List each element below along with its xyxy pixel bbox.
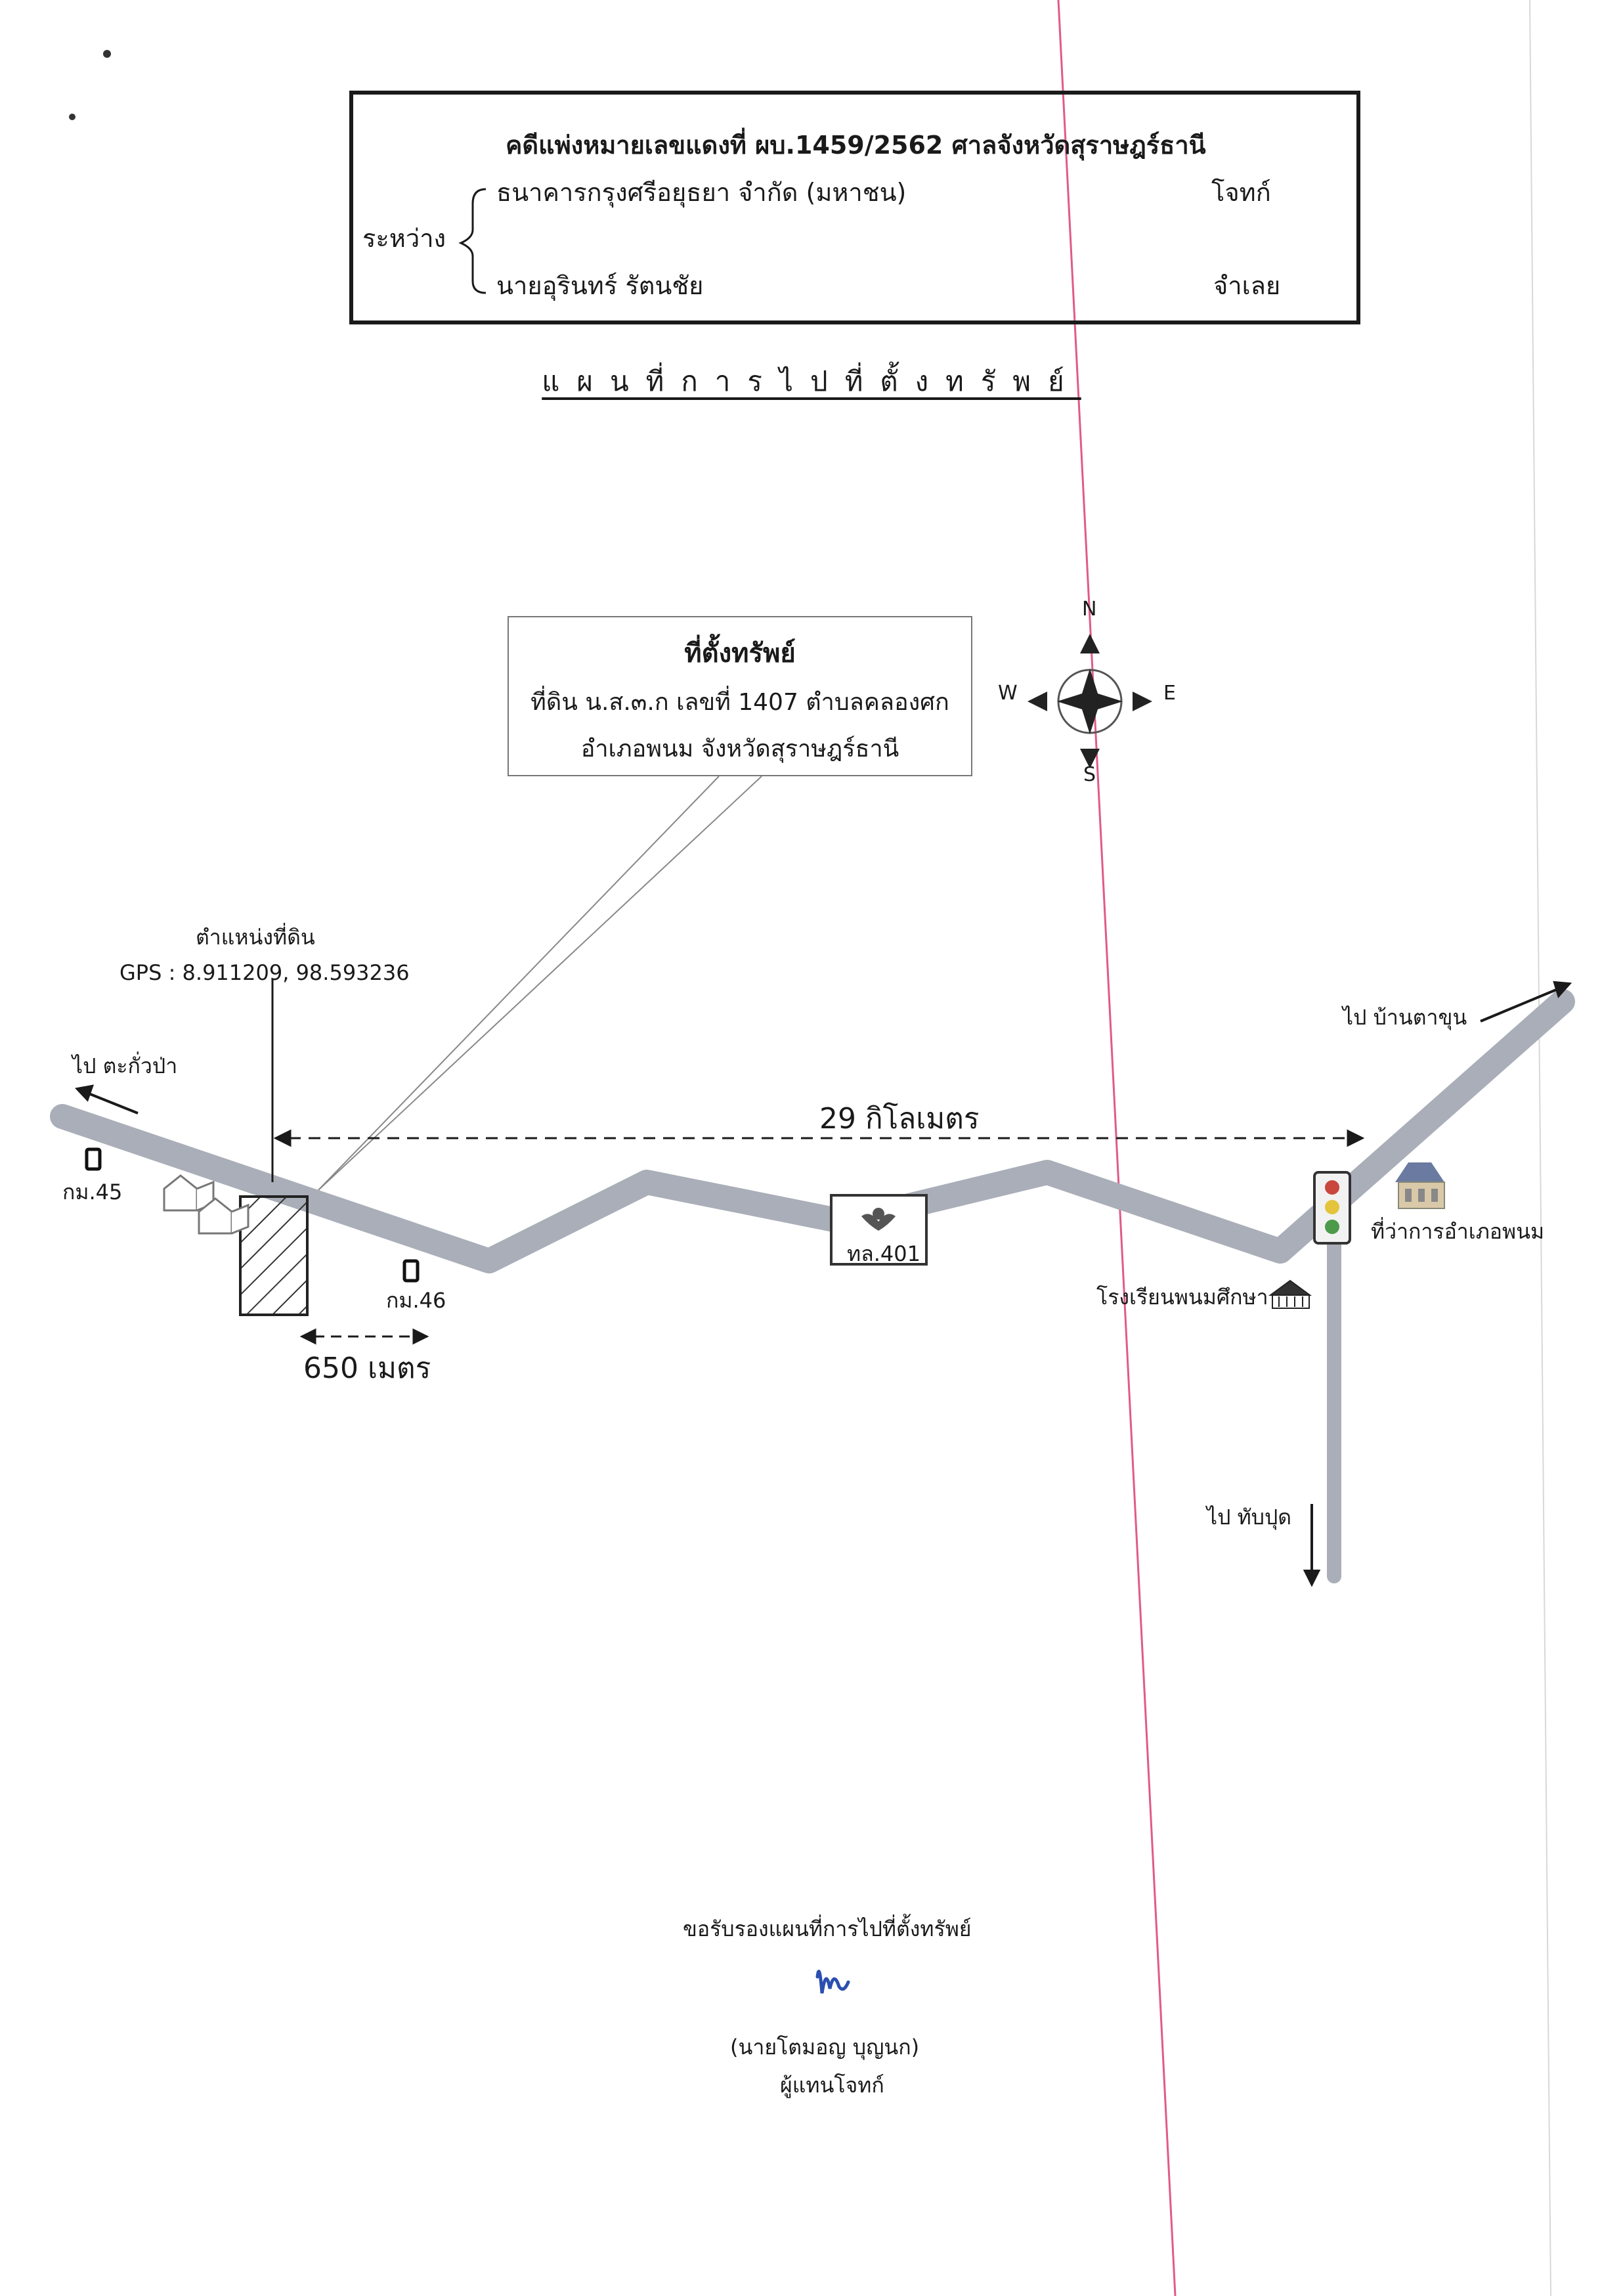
school-label: โรงเรียนพนมศึกษา (1096, 1285, 1268, 1310)
property-line-2: อำเภอพนม จังหวัดสุราษฎร์ธานี (580, 736, 899, 762)
highway-label: ทล.401 (847, 1241, 920, 1266)
callout-line (318, 776, 762, 1191)
traffic-light-red (1325, 1180, 1339, 1195)
callout-line (318, 776, 720, 1191)
to-ban-ta-khun-label: ไป บ้านตาขุน (1343, 1005, 1467, 1030)
case-line: คดีแพ่งหมายเลขแดงที่ ผบ.1459/2562 ศาลจัง… (506, 131, 1206, 160)
arrow-to-ban-ta-khun-icon (1480, 981, 1572, 1023)
property-heading: ที่ตั้งทรัพย์ (684, 638, 796, 669)
compass-s-label: S (1083, 763, 1096, 786)
scan-speck (69, 114, 76, 120)
distance-29km-label: 29 กิโลเมตร (819, 1102, 980, 1136)
distance-650m-label: 650 เมตร (303, 1352, 431, 1385)
compass-w-label: W (998, 682, 1018, 705)
traffic-light-yellow (1325, 1200, 1339, 1214)
map-title-text: แผนที่การไปที่ตั้งทรัพย์ (542, 365, 1081, 397)
to-thap-put-label: ไป ทับปุด (1207, 1505, 1292, 1530)
km46-label: กม.46 (386, 1288, 446, 1313)
arrow-to-thap-put-icon (1303, 1504, 1321, 1587)
distance-line-650m (299, 1328, 429, 1345)
plaintiff-role: โจทก์ (1211, 178, 1271, 207)
margin-line (1057, 0, 1177, 2296)
plaintiff-name: ธนาคารกรุงศรีอยุธยา จำกัด (มหาชน) (496, 178, 907, 207)
arrow-to-takua-pa-icon (75, 1084, 139, 1115)
map-title: แผนที่การไปที่ตั้งทรัพย์ (0, 360, 1623, 403)
defendant-name: นายอุรินทร์ รัตนชัย (496, 271, 704, 300)
land-position-label: ตำแหน่งที่ดิน (196, 925, 315, 950)
to-takua-pa-label: ไป ตะกั่วป่า (72, 1053, 178, 1078)
bracket (458, 188, 487, 294)
km45-label: กม.45 (62, 1180, 123, 1204)
certifier-name: (นายโตมอญ บุญนก) (730, 2035, 920, 2060)
district-office-label: ที่ว่าการอำเภอพนม (1371, 1219, 1545, 1244)
between-label: ระหว่าง (362, 224, 446, 253)
property-info-box: ที่ตั้งทรัพย์ ที่ดิน น.ส.๓.ก เลขที่ 1407… (508, 616, 972, 776)
land-gps-label: GPS : 8.911209, 98.593236 (119, 960, 410, 985)
km-marker-icon (85, 1147, 102, 1171)
traffic-light-green (1325, 1220, 1339, 1234)
compass-n-label: N (1082, 598, 1097, 621)
page-edge-line (1529, 0, 1551, 2296)
property-line-1: ที่ดิน น.ส.๓.ก เลขที่ 1407 ตำบลคลองศก (530, 689, 949, 716)
compass-e-label: E (1163, 682, 1176, 705)
certification-line: ขอรับรองแผนที่การไปที่ตั้งทรัพย์ (683, 1916, 972, 1941)
school-icon (1268, 1279, 1312, 1309)
scan-speck (103, 50, 111, 58)
km-marker-icon (402, 1259, 420, 1283)
defendant-role: จำเลย (1213, 271, 1281, 300)
district-office-icon (1395, 1162, 1445, 1209)
certifier-role: ผู้แทนโจทก์ (780, 2073, 884, 2098)
distance-line-29km (273, 1129, 1365, 1147)
property-parcel (239, 1195, 309, 1316)
house-icon (198, 1197, 249, 1235)
compass-rose-icon (1028, 634, 1152, 768)
case-header-box (349, 91, 1360, 324)
signature-mark (815, 1970, 850, 1994)
garuda-emblem-icon (861, 1208, 896, 1231)
